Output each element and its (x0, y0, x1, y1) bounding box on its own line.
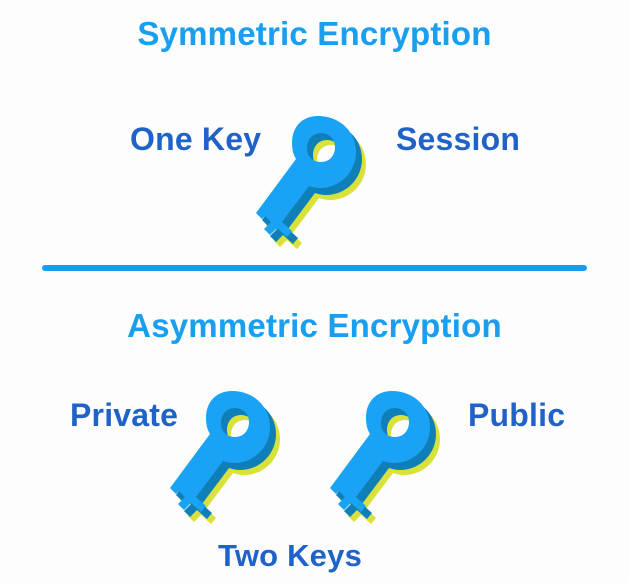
public-label: Public (468, 397, 566, 433)
symmetric-key-icon (252, 104, 382, 249)
one-key-label: One Key (130, 121, 262, 157)
two-keys-label: Two Keys (218, 538, 363, 573)
private-label: Private (70, 397, 179, 433)
key-icon (256, 116, 366, 249)
private-key-icon (166, 379, 296, 524)
symmetric-encryption-title: Symmetric Encryption (137, 15, 492, 52)
session-label: Session (396, 121, 521, 157)
asymmetric-encryption-title: Asymmetric Encryption (127, 307, 502, 344)
section-divider (42, 265, 587, 271)
public-key-icon (326, 379, 456, 524)
key-icon (170, 391, 280, 524)
key-icon (330, 391, 440, 524)
